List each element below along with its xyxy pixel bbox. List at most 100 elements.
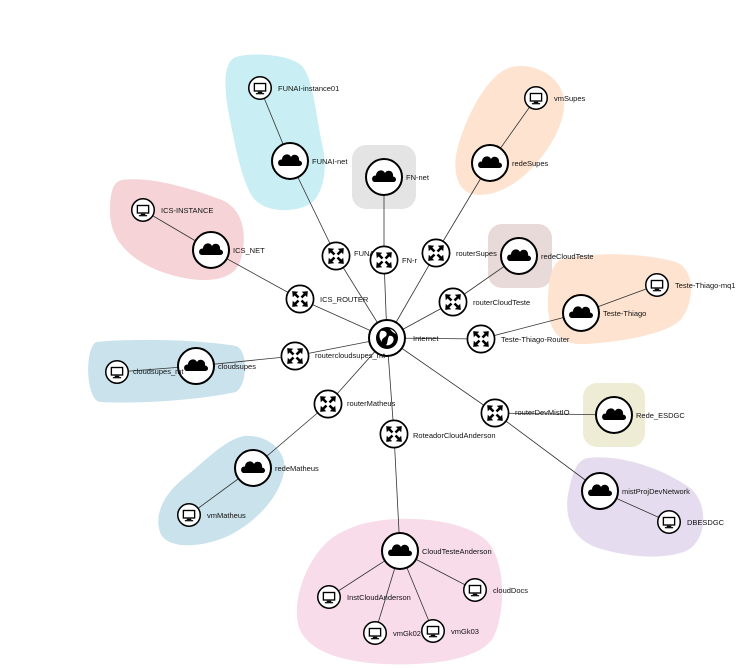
node-label: redeSupes [512,159,549,168]
node-thiago-net[interactable]: Teste-Thiago [562,294,646,332]
node-cloudteste-rt[interactable]: routerCloudTeste [437,286,530,317]
node-label: ICS_NET [233,246,265,255]
node-label: InstCloudAnderson [347,593,411,602]
node-label: FUNAI-net [312,157,348,166]
node-anderson-vm4[interactable]: cloudDocs [463,578,529,602]
router-icon [378,418,409,449]
router-icon [420,237,451,268]
node-esdgc-net[interactable]: Rede_ESDGC [595,396,685,434]
node-cloudteste-net[interactable]: redeCloudTeste [500,237,594,275]
instance-monitor-icon [463,578,487,602]
node-label: vmGk03 [451,627,479,636]
group-supes [455,66,565,195]
router-icon [279,340,310,371]
instance-monitor-icon [105,360,129,384]
node-label: Teste-Thiago-Router [501,335,570,344]
instance-monitor-icon [421,619,445,643]
link-anderson_rt-anderson_net [393,433,401,552]
node-label: DBESDGC [687,518,725,527]
node-label: mistProjDevNetwork [622,487,690,496]
nodes: InternetFUNAI-netFUNAI-instance01FUNAIFN… [105,76,736,645]
node-label: Rede_ESDGC [636,411,685,420]
node-funai-vm[interactable]: FUNAI-instance01 [248,76,340,100]
router-icon [479,397,510,428]
node-label: redeCloudTeste [541,252,594,261]
group-matheus [158,435,285,546]
node-supes-net[interactable]: redeSupes [471,144,549,182]
node-ics-rt[interactable]: ICS_ROUTER [284,283,369,314]
network-cloud-icon [595,396,633,434]
node-supes-vm[interactable]: vmSupes [524,86,586,110]
network-cloud-icon [471,144,509,182]
node-fn-net[interactable]: FN-net [365,158,430,196]
node-label: routerCloudTeste [473,298,530,307]
node-label: Teste-Thiago-mq1 [675,281,735,290]
node-label: cloudsupes_mt [133,367,184,376]
node-mist-rt[interactable]: routerDevMistIO [479,397,570,428]
node-label: redeMatheus [275,464,319,473]
node-mist-net[interactable]: mistProjDevNetwork [581,472,690,510]
network-cloud-icon [381,532,419,570]
router-icon [465,323,496,354]
node-anderson-vm3[interactable]: vmGk03 [421,619,479,643]
node-fn-rt[interactable]: FN-r [368,244,417,275]
group-funai [225,54,325,211]
group-anderson [296,518,503,665]
network-cloud-icon [562,294,600,332]
instance-monitor-icon [363,621,387,645]
node-mist-vm[interactable]: DBESDGC [657,510,725,534]
instance-monitor-icon [131,198,155,222]
network-cloud-icon [271,142,309,180]
network-cloud-icon [581,472,619,510]
node-label: routerDevMistIO [515,408,570,417]
node-label: routerSupes [456,249,497,258]
node-internet[interactable]: Internet [368,319,439,357]
node-label: vmMatheus [207,511,246,520]
node-cloudsupes-vm[interactable]: cloudsupes_mt [105,360,185,384]
router-icon [320,240,351,271]
network-cloud-icon [365,158,403,196]
node-funai-rt[interactable]: FUNAI [320,240,377,271]
router-icon [437,286,468,317]
network-cloud-icon [500,237,538,275]
instance-monitor-icon [524,86,548,110]
node-label: routerMatheus [347,399,396,408]
node-label: ICS-INSTANCE [161,206,213,215]
node-matheus-net[interactable]: redeMatheus [234,449,319,487]
node-label: Internet [413,334,439,343]
node-label: FUNAI-instance01 [278,84,339,93]
node-matheus-vm[interactable]: vmMatheus [177,503,246,527]
node-anderson-net[interactable]: CloudTesteAnderson [381,532,492,570]
instance-monitor-icon [645,273,669,297]
link-mist_rt-esdgc_net [494,412,615,416]
node-label: ICS_ROUTER [320,295,369,304]
node-cloudsupes-net[interactable]: cloudsupes [177,347,256,385]
node-supes-rt[interactable]: routerSupes [420,237,497,268]
node-cloudsupes-rt[interactable]: routercloudsupes_mt [279,340,386,371]
node-ics-net[interactable]: ICS_NET [192,231,265,269]
node-anderson-rt[interactable]: RoteadorCloudAnderson [378,418,496,449]
node-label: FN-net [406,173,430,182]
network-cloud-icon [177,347,215,385]
network-cloud-icon [234,449,272,487]
node-thiago-rt[interactable]: Teste-Thiago-Router [465,323,570,354]
node-anderson-vm1[interactable]: InstCloudAnderson [317,585,411,609]
instance-monitor-icon [248,76,272,100]
router-icon [312,388,343,419]
node-label: CloudTesteAnderson [422,547,492,556]
node-label: cloudDocs [493,586,528,595]
node-label: cloudsupes [218,362,256,371]
node-ics-vm[interactable]: ICS-INSTANCE [131,198,214,222]
router-icon [284,283,315,314]
node-label: RoteadorCloudAnderson [413,431,496,440]
node-label: vmGk02 [393,629,421,638]
network-cloud-icon [192,231,230,269]
instance-monitor-icon [177,503,201,527]
node-thiago-vm[interactable]: Teste-Thiago-mq1 [645,273,736,297]
node-anderson-vm2[interactable]: vmGk02 [363,621,421,645]
link-mist_rt-mist_net [494,412,601,492]
node-funai-net[interactable]: FUNAI-net [271,142,348,180]
node-matheus-rt[interactable]: routerMatheus [312,388,396,419]
instance-monitor-icon [317,585,341,609]
